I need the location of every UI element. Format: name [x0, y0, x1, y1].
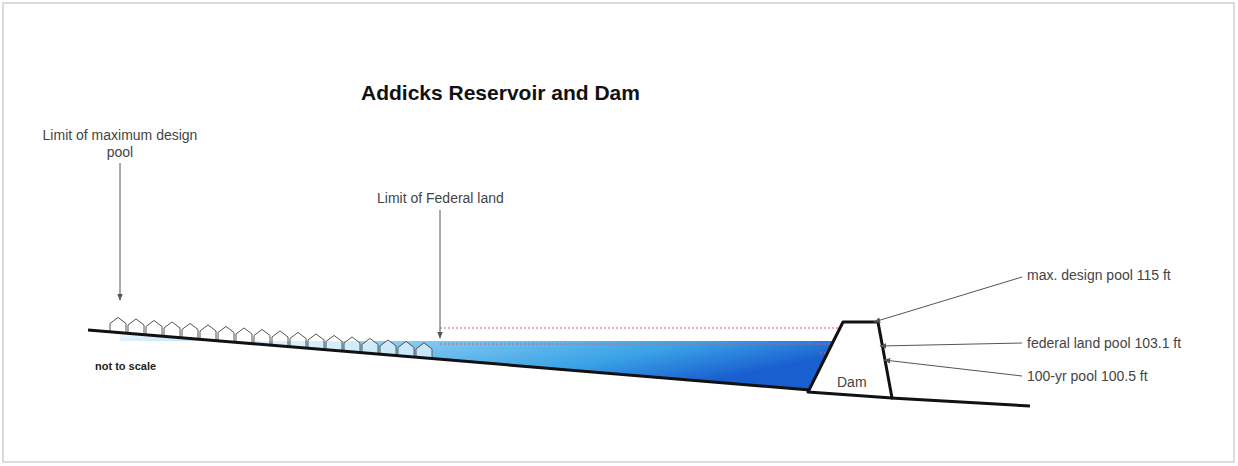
leader-line [120, 163, 121, 300]
leader-line [440, 210, 441, 338]
dam [808, 322, 892, 398]
leader-line [880, 343, 1022, 346]
pool-level-label: federal land pool 103.1 ft [1027, 335, 1181, 352]
leader-line [884, 360, 1022, 376]
house-outline [218, 326, 234, 341]
pool-level-label: max. design pool 115 ft [1027, 267, 1171, 284]
diagram-title: Addicks Reservoir and Dam [361, 80, 640, 105]
house-outline [164, 322, 180, 337]
house-outline [236, 328, 252, 343]
house-outline [110, 317, 126, 332]
house-outline [326, 335, 342, 350]
limit-label: Limit of maximum design pool [40, 127, 200, 161]
frame [3, 3, 1234, 462]
house-outline [380, 340, 396, 355]
house-outline [200, 325, 216, 340]
limit-label: Limit of Federal land [377, 190, 504, 207]
house-outline [362, 338, 378, 353]
house-outline [128, 319, 144, 334]
house-outline [182, 323, 198, 338]
house-outline [290, 332, 306, 347]
house-outline [308, 334, 324, 349]
note: not to scale [95, 358, 156, 375]
house-outline [416, 343, 432, 358]
pool-level-label: 100-yr pool 100.5 ft [1027, 368, 1148, 385]
federal-pool-line [440, 344, 830, 345]
house-outline [344, 337, 360, 352]
ground-line [891, 398, 1030, 406]
house-outline [146, 320, 162, 335]
leader-line [874, 277, 1022, 322]
house-outline [398, 341, 414, 356]
dam-label: Dam [837, 374, 867, 391]
max-pool-line [440, 328, 845, 329]
house-outline [272, 331, 288, 346]
house-outline [254, 329, 270, 344]
ground-line [88, 330, 810, 390]
houses [110, 317, 432, 357]
